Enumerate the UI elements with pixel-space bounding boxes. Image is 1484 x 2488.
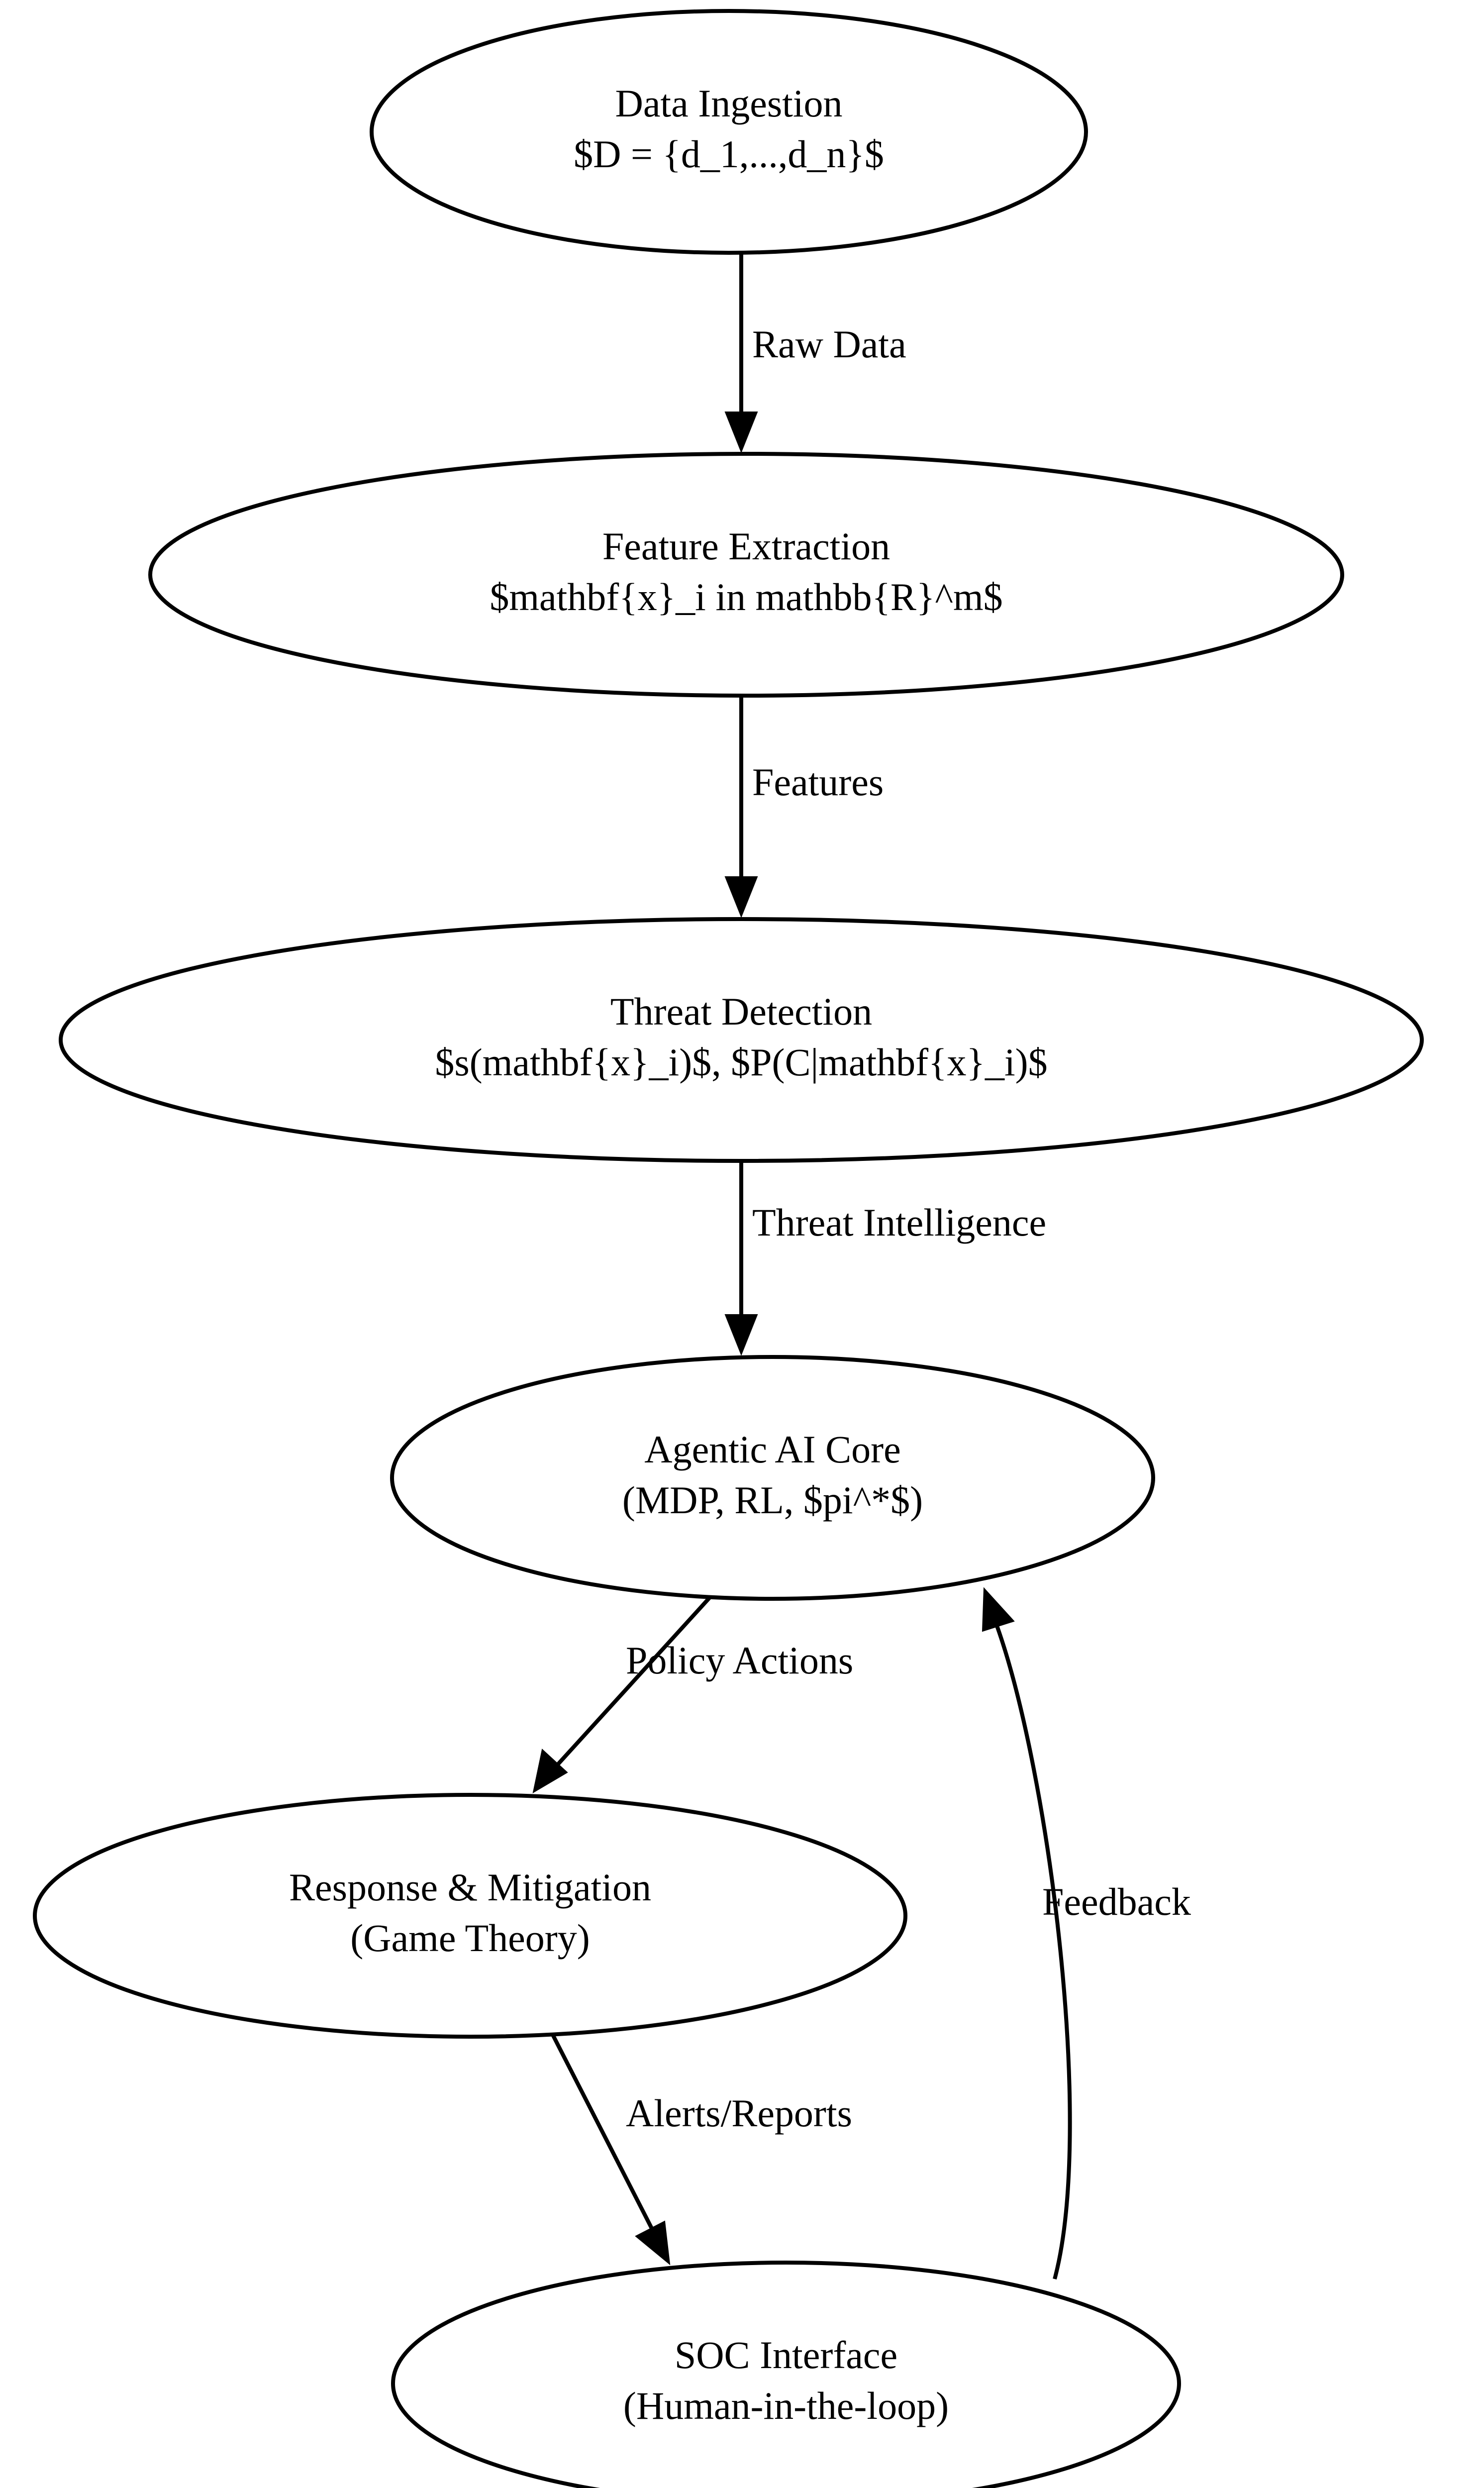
edge-alerts-reports-arrowhead bbox=[635, 2220, 671, 2266]
node-agentic-ai-core-line1: Agentic AI Core bbox=[644, 1428, 901, 1471]
edge-feedback-label: Feedback bbox=[1042, 1880, 1191, 1923]
edge-alerts-reports: Alerts/Reports bbox=[540, 2013, 852, 2266]
node-data-ingestion-line1: Data Ingestion bbox=[615, 82, 842, 125]
edge-features: Features bbox=[724, 696, 884, 918]
node-data-ingestion-shape[interactable] bbox=[370, 9, 1088, 255]
edge-raw-data-arrowhead bbox=[724, 412, 758, 453]
edge-raw-data: Raw Data bbox=[724, 253, 906, 453]
node-agentic-ai-core-shape[interactable] bbox=[390, 1355, 1155, 1601]
node-threat-detection[interactable]: Threat Detection $s(mathbf{x}_i)$, $P(C|… bbox=[59, 917, 1424, 1163]
node-response-mitigation[interactable]: Response & Mitigation (Game Theory) bbox=[33, 1793, 907, 2039]
node-response-mitigation-line2: (Game Theory) bbox=[350, 1916, 590, 1960]
node-soc-interface[interactable]: SOC Interface (Human-in-the-loop) bbox=[391, 2261, 1181, 2488]
edge-policy-actions-label: Policy Actions bbox=[626, 1639, 853, 1682]
edge-policy-actions-line bbox=[557, 1590, 717, 1765]
edge-policy-actions: Policy Actions bbox=[532, 1590, 853, 1794]
edge-raw-data-label: Raw Data bbox=[752, 322, 906, 366]
edge-threat-intelligence-arrowhead bbox=[724, 1314, 758, 1356]
edge-threat-intelligence-label: Threat Intelligence bbox=[752, 1201, 1046, 1244]
edge-feedback-line bbox=[994, 1622, 1072, 2280]
node-agentic-ai-core[interactable]: Agentic AI Core (MDP, RL, $pi^*$) bbox=[390, 1355, 1155, 1601]
node-soc-interface-shape[interactable] bbox=[391, 2261, 1181, 2488]
node-data-ingestion[interactable]: Data Ingestion $D = {d_1,...,d_n}$ bbox=[370, 9, 1088, 255]
edge-alerts-reports-label: Alerts/Reports bbox=[626, 2091, 852, 2135]
node-threat-detection-line2: $s(mathbf{x}_i)$, $P(C|mathbf{x}_i)$ bbox=[435, 1040, 1047, 1084]
node-soc-interface-line2: (Human-in-the-loop) bbox=[623, 2384, 949, 2427]
node-threat-detection-shape[interactable] bbox=[59, 917, 1424, 1163]
node-soc-interface-line1: SOC Interface bbox=[675, 2333, 897, 2377]
node-response-mitigation-line1: Response & Mitigation bbox=[289, 1866, 651, 1909]
edge-policy-actions-arrowhead bbox=[532, 1749, 568, 1794]
edge-threat-intelligence: Threat Intelligence bbox=[724, 1161, 1046, 1356]
edge-feedback: Feedback bbox=[982, 1587, 1191, 2280]
node-feature-extraction-line2: $mathbf{x}_i in mathbb{R}^m$ bbox=[490, 575, 1002, 619]
node-data-ingestion-line2: $D = {d_1,...,d_n}$ bbox=[574, 132, 884, 176]
node-response-mitigation-shape[interactable] bbox=[33, 1793, 907, 2039]
node-feature-extraction[interactable]: Feature Extraction $mathbf{x}_i in mathb… bbox=[148, 452, 1344, 698]
edge-features-label: Features bbox=[752, 760, 884, 804]
node-feature-extraction-shape[interactable] bbox=[148, 452, 1344, 698]
node-feature-extraction-line1: Feature Extraction bbox=[602, 524, 890, 568]
edge-features-arrowhead bbox=[724, 876, 758, 918]
edge-alerts-reports-line bbox=[540, 2013, 655, 2231]
edge-feedback-arrowhead bbox=[982, 1587, 1015, 1632]
node-threat-detection-line1: Threat Detection bbox=[610, 990, 872, 1033]
node-agentic-ai-core-line2: (MDP, RL, $pi^*$) bbox=[622, 1478, 923, 1522]
